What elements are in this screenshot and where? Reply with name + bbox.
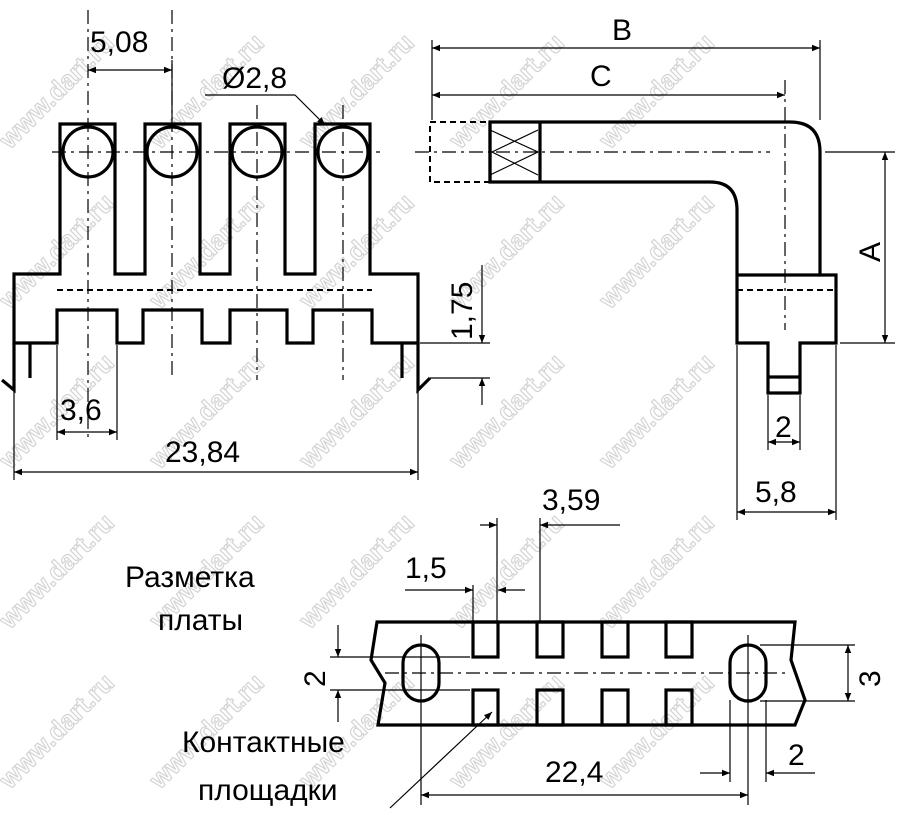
dim-a-label: A bbox=[854, 242, 887, 262]
dim-c-label: C bbox=[590, 60, 612, 93]
watermark-text: www.dart.ru bbox=[292, 27, 419, 154]
pitch-label: 5,08 bbox=[90, 26, 148, 59]
watermark-text: www.dart.ru bbox=[0, 507, 120, 634]
base-width-label: 5,8 bbox=[755, 476, 797, 509]
front-view: 5,08 Ø2,8 3,6 23,84 1,75 bbox=[0, 10, 490, 480]
pin-width-label: 3,6 bbox=[60, 394, 102, 427]
slot-width-label: 2 bbox=[299, 670, 332, 687]
contact-pads-label-1: Контактные bbox=[182, 726, 345, 759]
overall-length-label: 23,84 bbox=[165, 436, 240, 469]
side-view: B C A 2 5,8 bbox=[415, 14, 895, 520]
watermark-text: www.dart.ru bbox=[0, 667, 120, 794]
watermark-text: www.dart.ru bbox=[142, 187, 269, 314]
slot-height-label: 3 bbox=[854, 670, 887, 687]
pin-thickness-label: 2 bbox=[775, 411, 792, 444]
watermark-text: www.dart.ru bbox=[592, 667, 719, 794]
watermark-text: www.dart.ru bbox=[292, 187, 419, 314]
pad-pitch-label: 3,59 bbox=[542, 484, 600, 517]
height-offset-label: 1,75 bbox=[446, 282, 479, 340]
pcb-marking-title-2: платы bbox=[158, 604, 243, 637]
pcb-marking-title-1: Разметка bbox=[125, 561, 255, 594]
hole-diameter-label: Ø2,8 bbox=[222, 62, 287, 95]
watermark-text: www.dart.ru bbox=[592, 507, 719, 634]
contact-pads bbox=[471, 620, 694, 727]
pcb-layout: 3,59 1,5 2 3 22,4 2 Разметка платы Конта… bbox=[125, 484, 887, 809]
watermark-text: www.dart.ru bbox=[442, 507, 569, 634]
watermark: www.dart.ruwww.dart.ruwww.dart.ruwww.dar… bbox=[0, 27, 720, 796]
watermark-text: www.dart.ru bbox=[592, 187, 719, 314]
slot-width-bottom-label: 2 bbox=[788, 739, 805, 772]
watermark-text: www.dart.ru bbox=[292, 507, 419, 634]
dim-b-label: B bbox=[612, 14, 632, 47]
slot-spacing-label: 22,4 bbox=[545, 756, 603, 789]
contact-pads-label-2: площадки bbox=[198, 774, 338, 807]
watermark-text: www.dart.ru bbox=[442, 347, 569, 474]
pad-width-label: 1,5 bbox=[405, 552, 447, 585]
watermark-text: www.dart.ru bbox=[592, 347, 719, 474]
watermark-text: www.dart.ru bbox=[442, 27, 569, 154]
